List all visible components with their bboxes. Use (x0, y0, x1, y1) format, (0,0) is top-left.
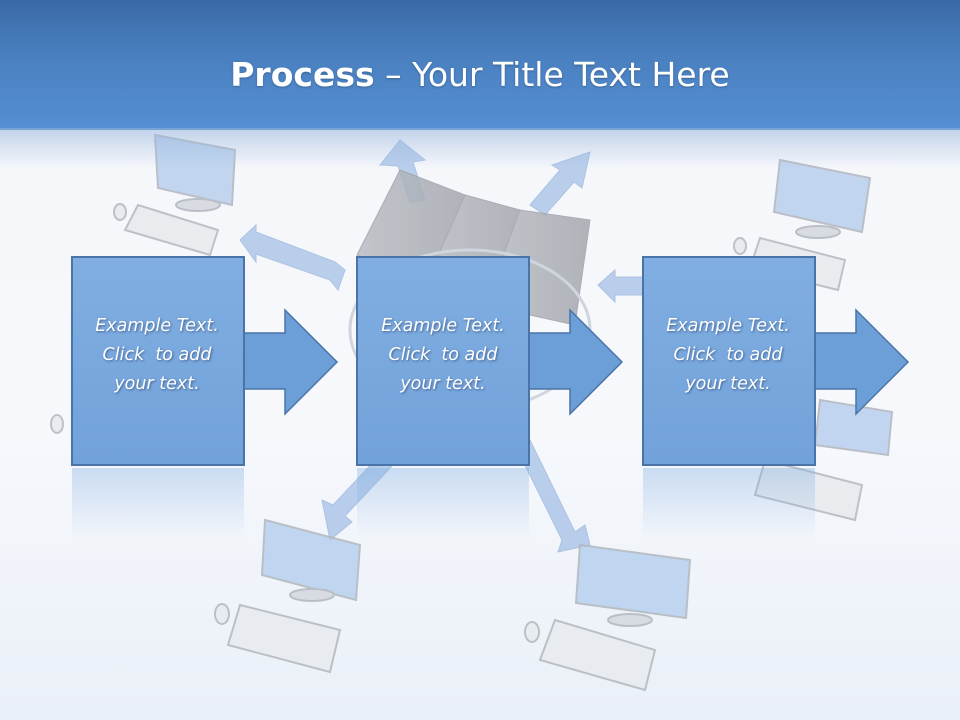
step-3-line-2: Click to add (673, 345, 783, 365)
title-rest: Your Title Text Here (412, 55, 730, 94)
step-3-arrow (814, 308, 910, 416)
title-dash: – (374, 55, 413, 94)
step-3-text[interactable]: Example Text. Click to add your text. (643, 312, 813, 399)
step-1-line-1: Example Text. (95, 316, 219, 336)
title-bold: Process (230, 55, 375, 94)
mouse-icon (50, 203, 747, 643)
step-1-line-2: Click to add (102, 345, 212, 365)
step-2-line-2: Click to add (388, 345, 498, 365)
step-2-box (356, 256, 530, 466)
step-2-line-1: Example Text. (381, 316, 505, 336)
slide-title[interactable]: Process – Your Title Text Here (0, 54, 960, 96)
step-3-line-1: Example Text. (666, 316, 790, 336)
step-3-box (642, 256, 816, 466)
title-bar-fade (0, 128, 960, 168)
process-step-2[interactable] (356, 256, 624, 466)
step-2-text[interactable]: Example Text. Click to add your text. (358, 312, 528, 399)
step-reflections (72, 468, 815, 538)
step-1-arrow (243, 308, 339, 416)
title-bar (0, 0, 960, 130)
process-step-1[interactable] (71, 256, 339, 466)
step-1-box (71, 256, 245, 466)
step-2-line-3: your text. (400, 374, 486, 394)
step-1-text[interactable]: Example Text. Click to add your text. (72, 312, 242, 399)
step-3-line-3: your text. (685, 374, 771, 394)
process-step-3[interactable] (642, 256, 910, 466)
step-1-line-3: your text. (114, 374, 200, 394)
step-2-arrow (528, 308, 624, 416)
